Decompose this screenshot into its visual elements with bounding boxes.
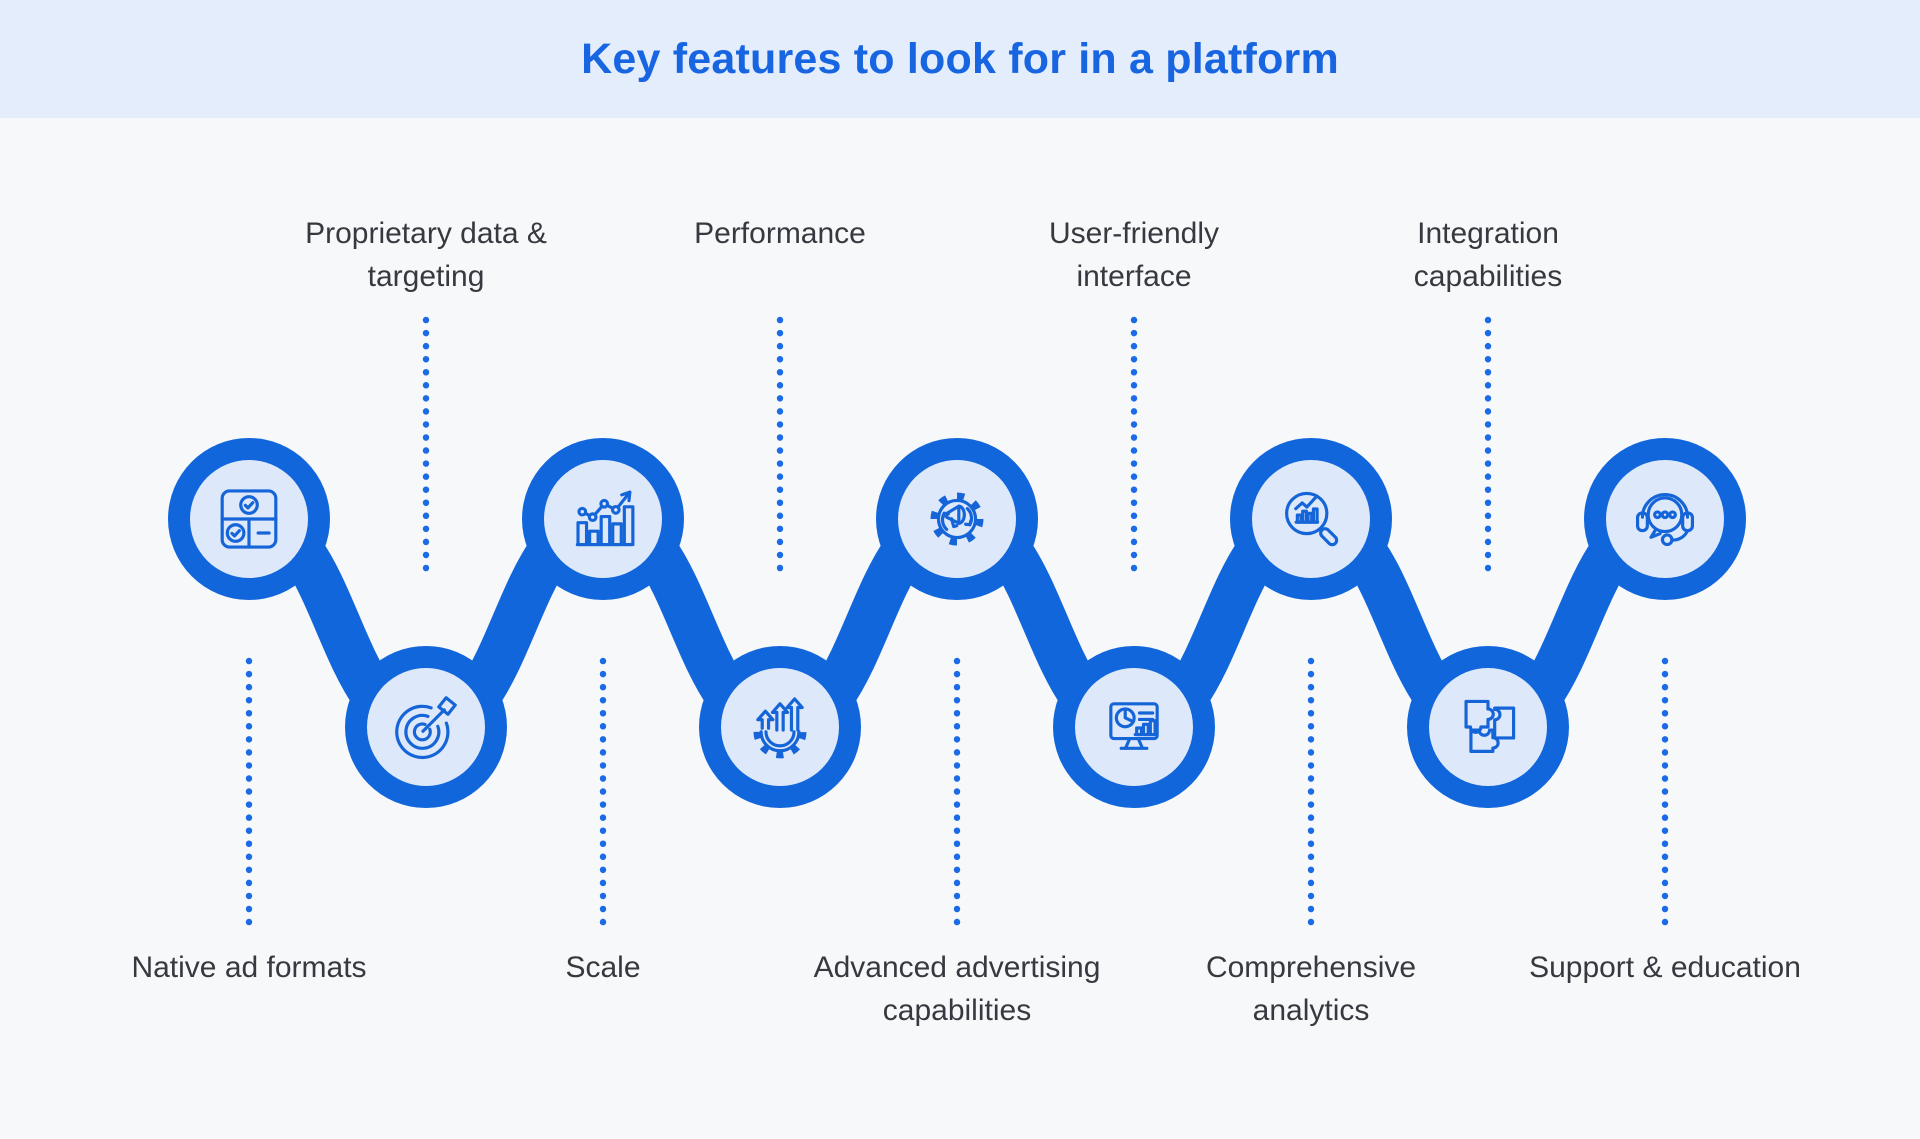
node-growth-chart xyxy=(522,438,684,600)
feature-label-advanced-advertising: Advanced advertising capabilities xyxy=(813,951,1101,1027)
feature-label-integration: Integration capabilities xyxy=(1413,217,1563,293)
puzzle-icon xyxy=(1449,688,1527,766)
growth-chart-icon xyxy=(564,480,642,558)
node-ad-formats xyxy=(168,438,330,600)
feature-label-proprietary-data: Proprietary data & targeting xyxy=(305,217,547,293)
node-circle xyxy=(898,460,1016,578)
node-gear-megaphone xyxy=(876,438,1038,600)
ad-formats-icon xyxy=(210,480,288,558)
support-headset-icon xyxy=(1626,480,1704,558)
dashboard-monitor-icon xyxy=(1095,688,1173,766)
node-circle xyxy=(1252,460,1370,578)
node-target xyxy=(345,646,507,808)
feature-label-support-education: Support & education xyxy=(1529,951,1801,984)
page-title: Key features to look for in a platform xyxy=(581,34,1339,83)
node-circle xyxy=(1075,668,1193,786)
node-circle xyxy=(544,460,662,578)
feature-label-scale: Scale xyxy=(565,951,641,984)
node-puzzle xyxy=(1407,646,1569,808)
node-circle xyxy=(190,460,308,578)
node-circle xyxy=(1429,668,1547,786)
node-analytics-search xyxy=(1230,438,1392,600)
feature-label-native-ad-formats: Native ad formats xyxy=(131,951,367,984)
node-gear-arrows xyxy=(699,646,861,808)
feature-label-performance: Performance xyxy=(694,217,866,250)
feature-label-user-friendly: User-friendly interface xyxy=(1048,217,1220,293)
target-icon xyxy=(387,688,465,766)
node-circle xyxy=(1606,460,1724,578)
gear-megaphone-icon xyxy=(918,480,996,558)
title-banner: Key features to look for in a platform xyxy=(0,0,1920,118)
node-circle xyxy=(721,668,839,786)
node-support-headset xyxy=(1584,438,1746,600)
analytics-search-icon xyxy=(1272,480,1350,558)
node-circle xyxy=(367,668,485,786)
gear-arrows-icon xyxy=(741,688,819,766)
feature-label-comprehensive-analytics: Comprehensive analytics xyxy=(1205,951,1417,1027)
node-dashboard-monitor xyxy=(1053,646,1215,808)
